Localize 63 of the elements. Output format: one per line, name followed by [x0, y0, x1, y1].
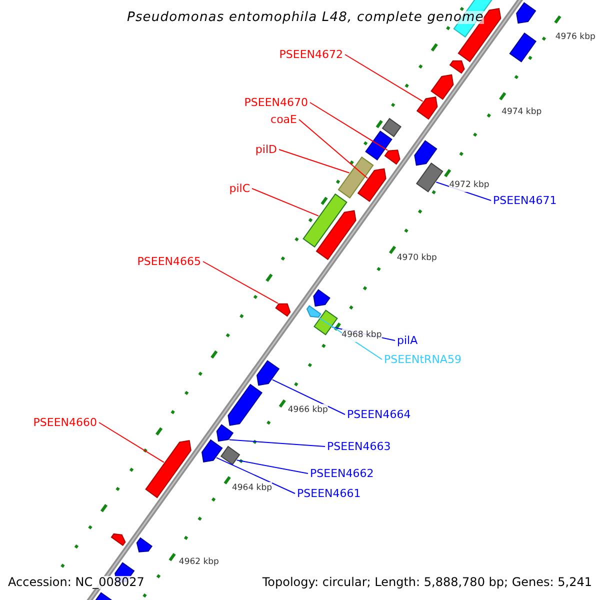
gene-feature [430, 74, 454, 100]
gene-feature [136, 537, 152, 552]
diagram-title: Pseudomonas entomophila L48, complete genome [127, 11, 484, 24]
scale-label: 4968 kbp [342, 328, 382, 342]
gene-feature [256, 360, 280, 386]
gene-feature [316, 210, 356, 260]
gene-feature [516, 2, 536, 24]
gene-feature [416, 96, 438, 120]
footer-text: Topology: circular; Length: 5,888,780 bp; Genes: 5,241 [262, 576, 592, 589]
gene-label: PSEEN4660 [33, 416, 97, 429]
scale-label: 4966 kbp [288, 404, 328, 417]
footer-text: Accession: NC_008027 [8, 576, 144, 589]
gene-feature [302, 193, 348, 248]
gene-feature [313, 289, 330, 307]
gene-feature [220, 446, 240, 466]
gene-feature [449, 60, 465, 74]
gene-label: PSEEN4671 [493, 194, 557, 207]
gene-feature [414, 140, 438, 166]
gene-label: PSEEN4662 [310, 467, 374, 480]
gene-label: PSEENtRNA59 [384, 353, 462, 366]
gene-label: PSEEN4663 [327, 440, 391, 453]
gene-label: pilC [229, 182, 250, 195]
leader-line [228, 439, 326, 447]
scale-label: 4962 kbp [178, 556, 219, 569]
gene-feature [92, 592, 114, 600]
gene-feature [365, 130, 392, 160]
gene-feature [216, 424, 234, 442]
leader-line [272, 379, 346, 415]
gene-feature [314, 310, 338, 336]
leader-line [236, 460, 308, 474]
gene-label: PSEEN4672 [279, 48, 343, 61]
leader-line [310, 102, 388, 151]
gene-feature [384, 150, 400, 165]
gene-feature [382, 118, 402, 138]
gene-label: PSEEN4664 [347, 408, 411, 421]
leader-line [344, 54, 424, 102]
leader-line [278, 149, 350, 174]
gene-feature [228, 384, 262, 426]
gene-label: coaE [270, 113, 297, 126]
gene-feature [145, 440, 192, 498]
scale-label: 4970 kbp [396, 252, 437, 265]
leader-line [202, 261, 278, 304]
gene-feature [509, 32, 536, 62]
gene-label: PSEEN4670 [244, 96, 308, 109]
gene-label: PSEEN4661 [297, 487, 361, 500]
leader-line [252, 188, 319, 216]
scale-label: 4974 kbp [502, 106, 542, 119]
gene-feature [338, 156, 374, 199]
gene-label: pilA [397, 334, 418, 347]
scale-label: 4964 kbp [232, 482, 272, 495]
leader-line [298, 119, 368, 179]
gene-label: pilD [255, 143, 277, 156]
gene-feature [357, 168, 386, 202]
scale-label: 4976 kbp [555, 30, 596, 44]
leader-line [216, 457, 296, 494]
gene-feature [416, 162, 444, 192]
gene-feature [201, 439, 223, 462]
scale-label: 4972 kbp [449, 178, 490, 192]
gene-feature [306, 305, 322, 318]
gene-feature [275, 303, 291, 317]
leader-line [98, 422, 164, 463]
gene-label: PSEEN4665 [137, 255, 201, 268]
gene-feature [110, 533, 126, 546]
